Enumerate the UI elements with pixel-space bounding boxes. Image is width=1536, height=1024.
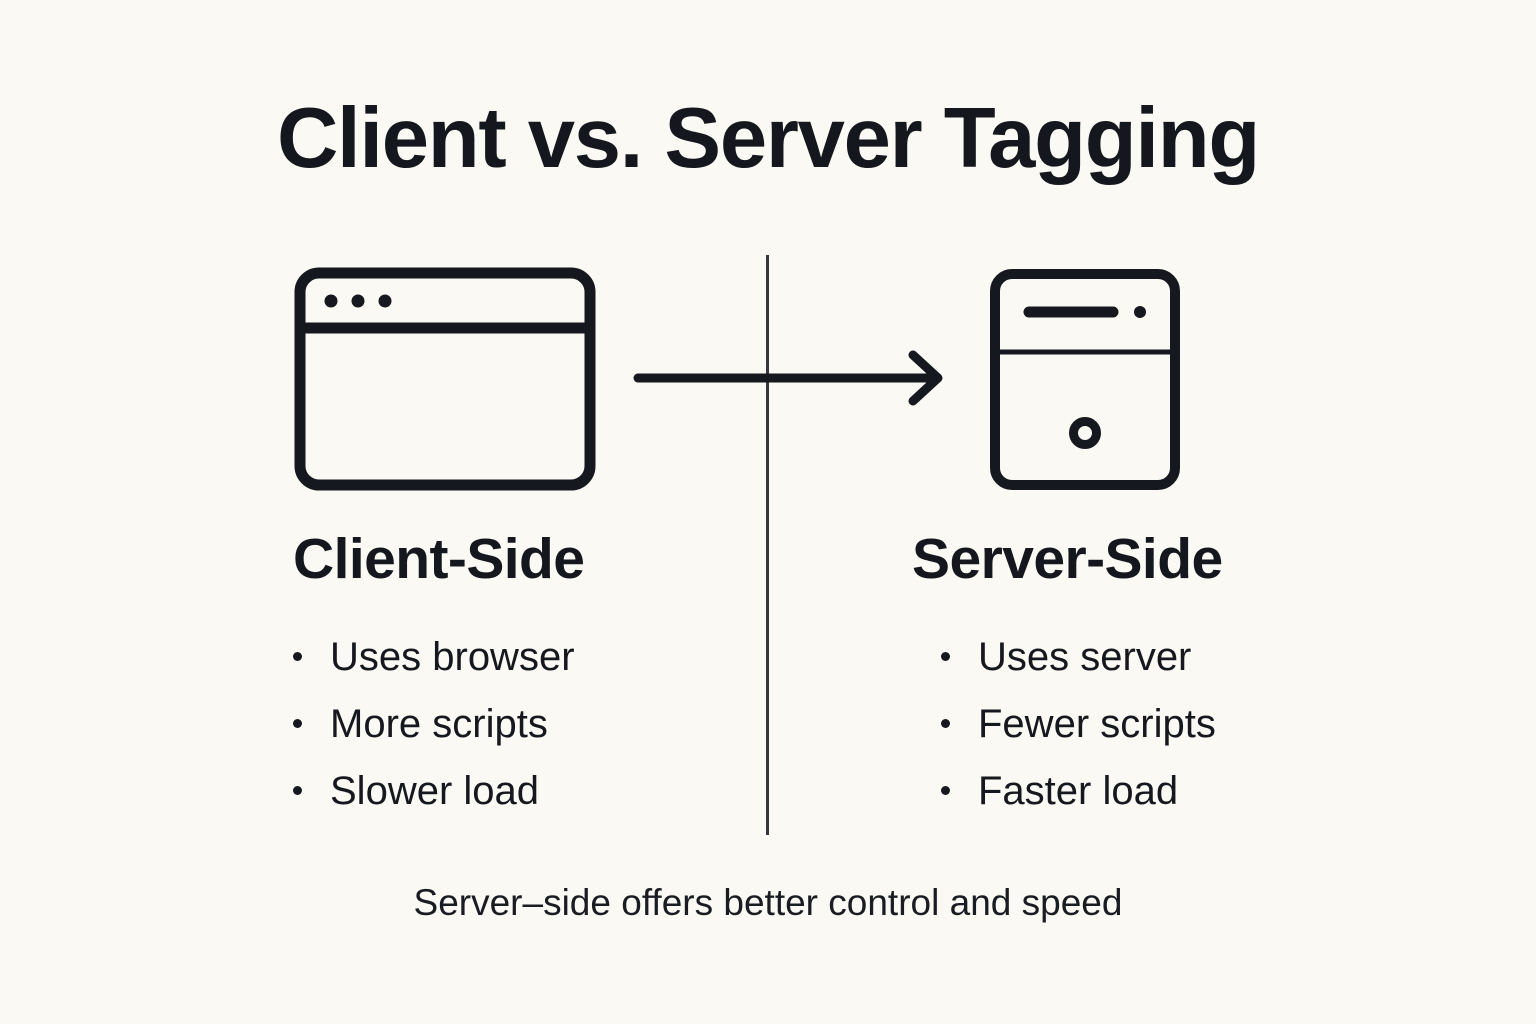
window-dot-icon xyxy=(324,294,338,308)
client-to-server-arrow-icon xyxy=(633,350,943,406)
client-side-heading: Client-Side xyxy=(293,527,585,591)
column-divider-line xyxy=(766,255,769,835)
list-item: Slower load xyxy=(288,757,575,824)
list-item: More scripts xyxy=(288,690,575,757)
list-item: Faster load xyxy=(936,757,1216,824)
bullet-dot-icon xyxy=(941,786,950,795)
browser-window-icon xyxy=(294,267,596,491)
page-title: Client vs. Server Tagging xyxy=(276,91,1260,186)
window-dot-icon xyxy=(378,294,392,308)
list-item: Fewer scripts xyxy=(936,690,1216,757)
server-led-icon xyxy=(1134,306,1146,318)
bullet-dot-icon xyxy=(941,652,950,661)
bullet-dot-icon xyxy=(941,719,950,728)
server-bullet-list: Uses server Fewer scripts Faster load xyxy=(936,623,1216,824)
bullet-text: Uses server xyxy=(978,634,1192,679)
list-item: Uses server xyxy=(936,623,1216,690)
bullet-text: Faster load xyxy=(978,768,1179,813)
summary-caption: Server–side offers better control and sp… xyxy=(413,882,1123,923)
bullet-text: Slower load xyxy=(330,768,540,813)
client-bullet-list: Uses browser More scripts Slower load xyxy=(288,623,575,824)
bullet-text: Uses browser xyxy=(330,634,575,679)
list-item: Uses browser xyxy=(288,623,575,690)
bullet-dot-icon xyxy=(293,652,302,661)
window-dot-icon xyxy=(351,294,365,308)
bullet-dot-icon xyxy=(293,786,302,795)
server-side-heading: Server-Side xyxy=(912,527,1223,591)
server-power-ring-icon xyxy=(1069,417,1101,449)
server-tower-icon xyxy=(990,269,1180,490)
bullet-dot-icon xyxy=(293,719,302,728)
bullet-text: Fewer scripts xyxy=(978,701,1216,746)
bullet-text: More scripts xyxy=(330,701,548,746)
